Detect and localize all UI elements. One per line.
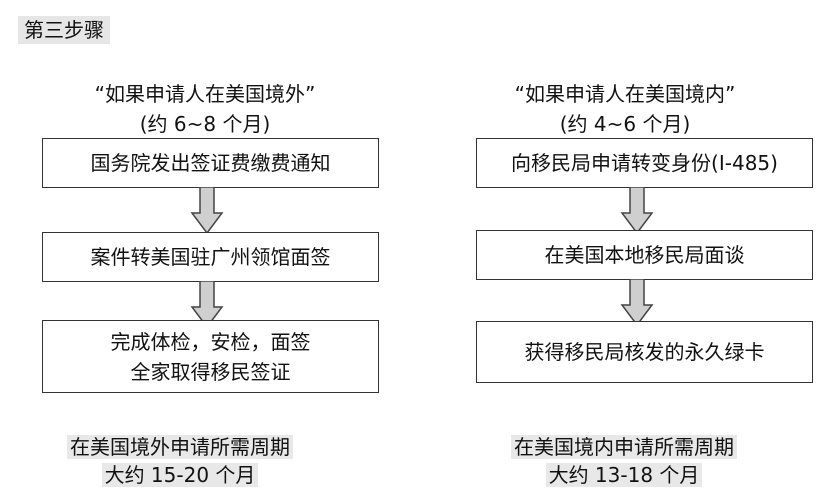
left-step-2: 案件转美国驻广州领馆面签	[42, 232, 379, 282]
left-step-3: 完成体检，安检，面签 全家取得移民签证	[42, 320, 379, 393]
right-duration: (约 4~6 个月)	[559, 112, 691, 136]
right-arrow-1	[620, 187, 654, 235]
step-title: 第三步骤	[18, 16, 110, 44]
right-arrow-2	[620, 279, 654, 327]
left-step-1: 国务院发出签证费缴费通知	[42, 138, 379, 188]
right-heading: “如果申请人在美国境内”	[514, 82, 736, 106]
right-summary: 在美国境内申请所需周期 大约 13-18 个月	[474, 433, 774, 489]
right-step-3-text: 获得移民局核发的永久绿卡	[524, 340, 765, 364]
left-step-2-text: 案件转美国驻广州领馆面签	[90, 245, 331, 269]
right-summary-line-2: 大约 13-18 个月	[545, 463, 703, 487]
right-step-3: 获得移民局核发的永久绿卡	[476, 321, 813, 383]
right-step-1-text: 向移民局申请转变身份(I-485)	[511, 151, 778, 175]
right-step-2-text: 在美国本地移民局面谈	[544, 243, 745, 267]
left-step-3-line-2: 全家取得移民签证	[130, 359, 291, 384]
left-summary-line-1: 在美国境外申请所需周期	[67, 435, 293, 459]
right-step-2: 在美国本地移民局面谈	[476, 230, 813, 280]
left-step-1-text: 国务院发出签证费缴费通知	[90, 151, 331, 175]
left-step-3-line-1: 完成体检，安检，面签	[110, 329, 311, 354]
left-summary-line-2: 大约 15-20 个月	[101, 463, 259, 487]
left-arrow-1	[190, 187, 224, 235]
right-step-1: 向移民局申请转变身份(I-485)	[476, 138, 813, 188]
left-heading: “如果申请人在美国境外”	[94, 82, 316, 106]
right-summary-line-1: 在美国境内申请所需周期	[511, 435, 737, 459]
left-arrow-2	[190, 281, 224, 329]
left-duration: (约 6~8 个月)	[139, 112, 271, 136]
left-summary: 在美国境外申请所需周期 大约 15-20 个月	[30, 433, 330, 489]
